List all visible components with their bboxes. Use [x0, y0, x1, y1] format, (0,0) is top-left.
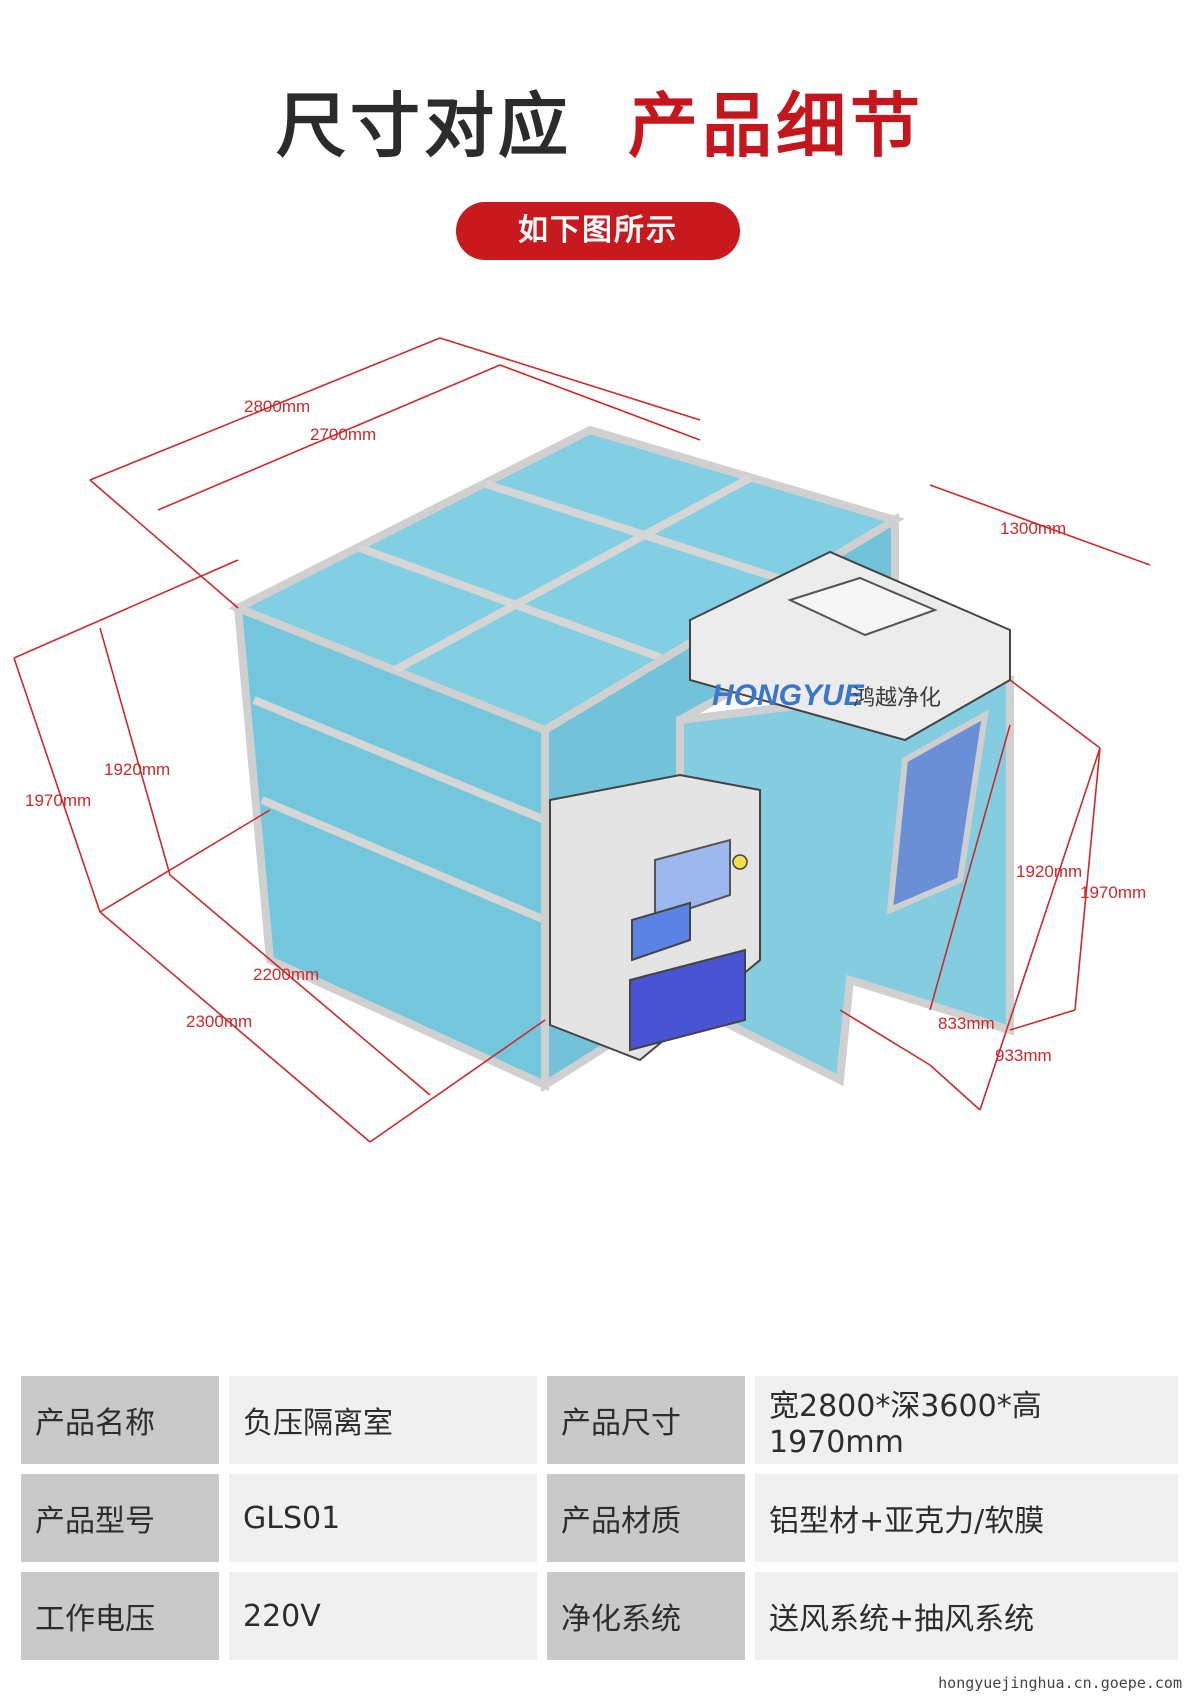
dim-bottom-inner: 2200mm — [253, 965, 319, 984]
dim-right-top: 1300mm — [1000, 519, 1066, 538]
table-row: 工作电压 220V 净化系统 送风系统+抽风系统 — [21, 1572, 1178, 1660]
watermark-url: hongyuejinghua.cn.goepe.com — [938, 1674, 1182, 1692]
dim-top-inner: 2700mm — [310, 425, 376, 444]
spec-value: GLS01 — [229, 1474, 537, 1562]
dim-right-bottom-inner: 833mm — [938, 1014, 995, 1033]
cabinet-lower-panel — [629, 948, 746, 1052]
cabinet-screen — [631, 901, 691, 962]
spec-value: 宽2800*深3600*高1970mm — [755, 1376, 1178, 1464]
spec-key: 产品名称 — [21, 1376, 219, 1464]
dim-bottom-outer: 2300mm — [186, 1012, 252, 1031]
subtitle-badge: 如下图所示 — [456, 202, 740, 260]
dim-right-height-inner: 1920mm — [1016, 862, 1082, 881]
spec-key: 产品型号 — [21, 1474, 219, 1562]
spec-key: 产品材质 — [547, 1474, 745, 1562]
indicator-light — [732, 854, 748, 870]
dim-left-height-inner: 1920mm — [104, 760, 170, 779]
spec-key: 净化系统 — [547, 1572, 745, 1660]
title-dimensions: 尺寸对应 — [276, 85, 572, 167]
spec-value: 220V — [229, 1572, 537, 1660]
anteroom-door — [886, 709, 989, 915]
filter-box-vent — [787, 576, 938, 637]
logo-brand: HONGYUE — [712, 679, 865, 712]
table-row: 产品型号 GLS01 产品材质 铝型材+亚克力/软膜 — [21, 1474, 1178, 1562]
product-dimension-diagram: HONGYUE 鸿越净化 2800mm 2700mm 1300mm 1920mm… — [13, 337, 1151, 1143]
title-details: 产品细节 — [628, 85, 924, 167]
spec-table: 产品名称 负压隔离室 产品尺寸 宽2800*深3600*高1970mm 产品型号… — [11, 1366, 1188, 1670]
dim-top-outer: 2800mm — [244, 397, 310, 416]
spec-value: 铝型材+亚克力/软膜 — [755, 1474, 1178, 1562]
logo-brand-cn: 鸿越净化 — [853, 686, 941, 711]
cabinet-window — [654, 838, 731, 922]
spec-value: 送风系统+抽风系统 — [755, 1572, 1178, 1660]
dim-left-height-outer: 1970mm — [25, 791, 91, 810]
spec-key: 产品尺寸 — [547, 1376, 745, 1464]
dim-right-bottom-outer: 933mm — [995, 1046, 1052, 1065]
dim-right-height-outer: 1970mm — [1080, 883, 1146, 902]
spec-key: 工作电压 — [21, 1572, 219, 1660]
spec-value: 负压隔离室 — [229, 1376, 537, 1464]
table-row: 产品名称 负压隔离室 产品尺寸 宽2800*深3600*高1970mm — [21, 1376, 1178, 1464]
page-header: 尺寸对应产品细节 — [0, 70, 1200, 170]
